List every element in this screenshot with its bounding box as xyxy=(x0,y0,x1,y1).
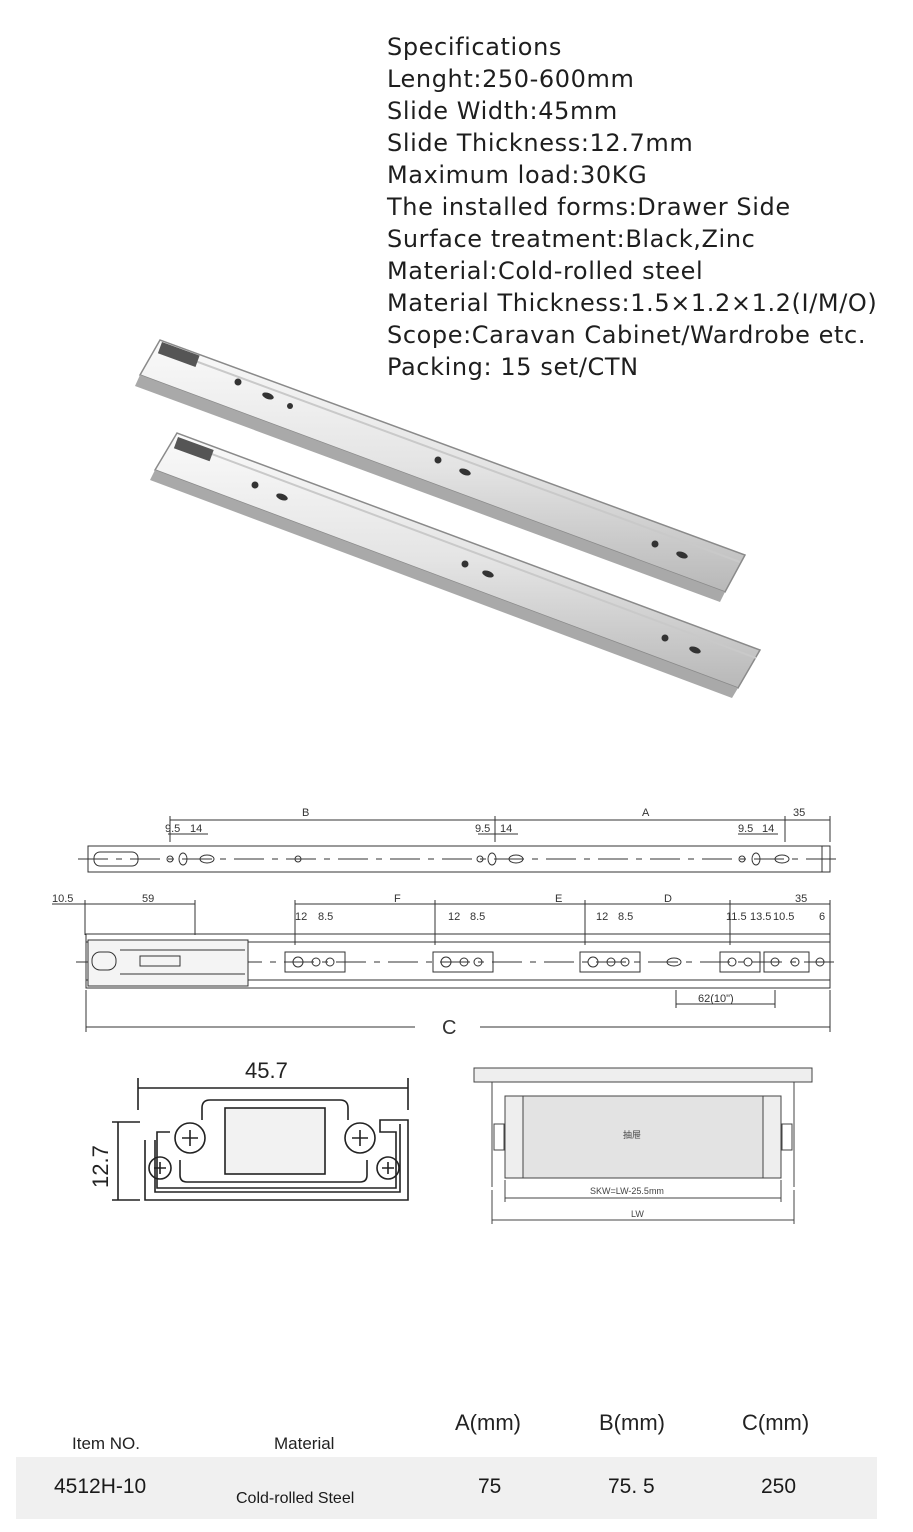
cell-b: 75. 5 xyxy=(608,1475,655,1498)
dim-6: 6 xyxy=(819,911,825,923)
dim-label-b: B xyxy=(302,807,309,819)
spec-title: Specifications xyxy=(387,33,562,61)
specifications-list: Specifications Lenght:250-600mm Slide Wi… xyxy=(387,31,877,383)
side-view-drawing: 10.5 59 F E D 35 12 8.5 12 8.5 12 8.5 11… xyxy=(52,893,840,1039)
drawer-lw-label: LW xyxy=(631,1209,644,1219)
dim-14-c: 14 xyxy=(762,823,774,835)
dim-62: 62(10") xyxy=(698,993,734,1005)
table-header-material: Material xyxy=(274,1434,335,1453)
table-header-a: A(mm) xyxy=(455,1410,521,1435)
top-view-drawing: B A 35 9.5 14 9.5 14 9.5 14 xyxy=(78,807,840,873)
cross-section-width: 45.7 xyxy=(245,1058,288,1083)
spec-packing: Packing: 15 set/CTN xyxy=(387,353,639,381)
dim-9-5-c: 9.5 xyxy=(738,823,753,835)
cross-section-drawing: 45.7 12.7 xyxy=(90,1058,409,1201)
table-header-item-no: Item NO. xyxy=(72,1434,141,1453)
spec-surface: Surface treatment:Black,Zinc xyxy=(387,225,756,253)
drawer-skw-label: SKW=LW-25.5mm xyxy=(590,1186,664,1196)
dim-9-5-b: 9.5 xyxy=(475,823,490,835)
dim-8-5-a: 8.5 xyxy=(318,911,333,923)
dim-10-5-b: 10.5 xyxy=(773,911,794,923)
table-header-b: B(mm) xyxy=(599,1410,665,1435)
dim-10-5: 10.5 xyxy=(52,893,73,905)
dim-label-d: D xyxy=(664,893,672,905)
dim-12-c: 12 xyxy=(596,911,608,923)
slide-rail-2 xyxy=(150,432,762,698)
dim-label-c: C xyxy=(442,1017,456,1039)
drawer-center-label: 抽屉 xyxy=(623,1129,641,1140)
drawer-install-drawing: 抽屉 SKW=LW-25.5mm LW xyxy=(473,1067,813,1224)
spec-length: Lenght:250-600mm xyxy=(387,65,635,93)
spec-max-load: Maximum load:30KG xyxy=(387,161,648,189)
dim-14-b: 14 xyxy=(500,823,512,835)
slide-rail-1 xyxy=(135,339,747,602)
spec-material: Material:Cold-rolled steel xyxy=(387,257,704,285)
spec-material-thickness: Material Thickness:1.5×1.2×1.2(I/M/O) xyxy=(387,289,878,317)
cell-item-no: 4512H-10 xyxy=(54,1475,147,1498)
table-row: 4512H-10 Cold-rolled Steel 75 75. 5 250 xyxy=(16,1457,877,1519)
dim-12-a: 12 xyxy=(295,911,307,923)
dim-59: 59 xyxy=(142,893,154,905)
dim-9-5-a: 9.5 xyxy=(165,823,180,835)
dim-label-e: E xyxy=(555,893,562,905)
spec-thickness: Slide Thickness:12.7mm xyxy=(387,129,694,157)
cell-c: 250 xyxy=(761,1475,797,1498)
spec-scope: Scope:Caravan Cabinet/Wardrobe etc. xyxy=(387,321,867,349)
cell-a: 75 xyxy=(478,1475,502,1498)
spec-width: Slide Width:45mm xyxy=(387,97,618,125)
dim-label-f: F xyxy=(394,893,401,905)
table-header-c: C(mm) xyxy=(742,1410,810,1435)
dim-35-side: 35 xyxy=(795,893,807,905)
dim-13-5: 13.5 xyxy=(750,911,771,923)
cell-material: Cold-rolled Steel xyxy=(236,1490,355,1507)
dim-8-5-b: 8.5 xyxy=(470,911,485,923)
dim-11-5: 11.5 xyxy=(726,911,747,923)
cross-section-height: 12.7 xyxy=(90,1145,113,1188)
dim-8-5-c: 8.5 xyxy=(618,911,633,923)
dim-35-top: 35 xyxy=(793,807,805,819)
spec-install-form: The installed forms:Drawer Side xyxy=(387,193,791,221)
dim-14-a: 14 xyxy=(190,823,202,835)
dim-label-a: A xyxy=(642,807,650,819)
dim-12-b: 12 xyxy=(448,911,460,923)
slide-rails-photo xyxy=(135,339,762,698)
